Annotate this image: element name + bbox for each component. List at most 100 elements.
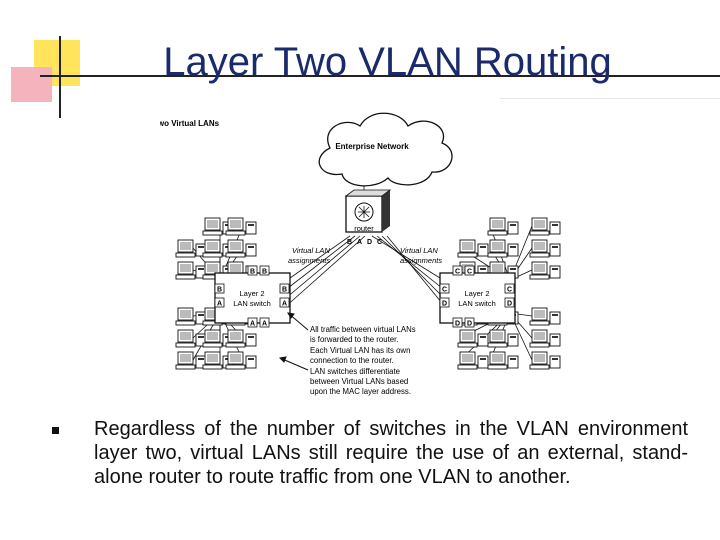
note-line-7: upon the MAC layer address. (310, 387, 411, 396)
router-right-link (371, 235, 441, 279)
left-workstation (225, 329, 257, 348)
right-switch-port-C: C (507, 287, 512, 294)
notes: All traffic between virtual LANs is forw… (310, 325, 416, 396)
router-right-link (376, 235, 443, 289)
left-assign-label-1: Virtual LAN (292, 246, 330, 255)
decor-faint-line (500, 98, 720, 99)
right-workstation (487, 239, 519, 258)
right-workstation (529, 239, 561, 258)
right-switch-port-box (504, 297, 515, 308)
left-switch-port-B: B (262, 269, 267, 276)
left-workstation (175, 261, 207, 280)
left-workstation (175, 307, 207, 326)
right-switch-port-C: C (442, 287, 447, 294)
right-workstation (529, 329, 561, 348)
router-right-link (381, 235, 445, 299)
bullet-marker (52, 427, 59, 434)
note-line-3: Each Virtual LAN has its own (310, 346, 410, 355)
left-workstation (175, 329, 207, 348)
router-left-link (285, 235, 361, 299)
left-switch-label-2: LAN switch (233, 299, 271, 308)
right-workstation (487, 351, 519, 370)
router-port-D: D (367, 239, 372, 246)
right-switch-port-box (452, 265, 463, 276)
note-arrows (278, 312, 309, 371)
left-switch-port-B: B (250, 269, 255, 276)
right-workstation (457, 351, 489, 370)
left-switch-label-1: Layer 2 (239, 289, 264, 298)
decor-vertical-line (59, 36, 61, 118)
right-assign-label-2: assignments (400, 256, 442, 265)
router-right-link (386, 235, 447, 309)
left-switch-port-box (259, 265, 270, 276)
left-switch-port-B: B (282, 287, 287, 294)
right-switch-port-D: D (442, 301, 447, 308)
right-switch-port-C: C (467, 269, 472, 276)
right-workstation (529, 261, 561, 280)
decor-red-square (11, 67, 52, 102)
left-switch-port-A: A (250, 321, 255, 328)
right-switch-port-box (464, 317, 475, 328)
right-assign-label-1: Virtual LAN (400, 246, 438, 255)
left-lan-switch: Layer 2 LAN switch (214, 272, 291, 324)
right-switch-port-box (464, 265, 475, 276)
left-switch-port-A: A (262, 321, 267, 328)
note-line-2: is forwarded to the router. (310, 335, 398, 344)
left-switch-port-box (214, 297, 225, 308)
left-switch-port-box (279, 297, 290, 308)
left-switch-port-box (259, 317, 270, 328)
router-left-link (283, 235, 366, 309)
note-line-4: connection to the router. (310, 356, 394, 365)
left-assign-label-2: assignments (288, 256, 330, 265)
slide-title: Layer Two VLAN Routing (163, 40, 612, 84)
right-switch-port-box (452, 317, 463, 328)
right-workstation (487, 329, 519, 348)
router: router (344, 189, 392, 233)
right-lan-switch: Layer 2 LAN switch (439, 272, 516, 324)
vlan-diagram: Enterprise Network Layer Two Virtual LAN… (160, 112, 561, 396)
left-workstation (225, 239, 257, 258)
diagram-heading: Layer Two Virtual LANs (160, 119, 220, 128)
right-workstation (529, 307, 561, 326)
left-switch-port-A: A (217, 301, 222, 308)
cloud-label: Enterprise Network (335, 142, 409, 151)
left-switch-port-A: A (282, 301, 287, 308)
left-switch-port-B: B (217, 287, 222, 294)
right-workstation (487, 217, 519, 236)
right-switch-port-D: D (507, 301, 512, 308)
note-line-1: All traffic between virtual LANs (310, 325, 416, 334)
body-paragraph: Regardless of the number of switches in … (94, 418, 688, 488)
right-switch-port-D: D (455, 321, 460, 328)
right-switch-port-box (439, 297, 450, 308)
right-workstation (529, 217, 561, 236)
left-workstation (175, 351, 207, 370)
right-workstation (529, 351, 561, 370)
left-workstation (225, 351, 257, 370)
right-switch-port-box (504, 283, 515, 294)
router-left-link (289, 235, 351, 279)
router-port-B: B (347, 239, 352, 246)
note-line-6: between Virtual LANs based (310, 377, 408, 386)
right-switch-port-C: C (455, 269, 460, 276)
right-workstation (457, 239, 489, 258)
router-label: router (354, 224, 374, 233)
left-switch-port-box (247, 265, 258, 276)
right-switch-port-D: D (467, 321, 472, 328)
router-port-A: A (357, 239, 362, 246)
router-left-link (287, 235, 356, 289)
left-switch-port-box (214, 283, 225, 294)
left-workstation (175, 239, 207, 258)
enterprise-network-cloud: Enterprise Network (318, 112, 453, 187)
router-port-C: C (377, 239, 382, 246)
right-switch-label-2: LAN switch (458, 299, 496, 308)
decor-horizontal-line (40, 75, 720, 77)
right-switch-port-box (439, 283, 450, 294)
right-switch-label-1: Layer 2 (464, 289, 489, 298)
left-switch-port-box (279, 283, 290, 294)
left-workstation (225, 217, 257, 236)
right-workstation (457, 329, 489, 348)
left-switch-port-box (247, 317, 258, 328)
note-line-5: LAN switches differentiate (310, 367, 400, 376)
